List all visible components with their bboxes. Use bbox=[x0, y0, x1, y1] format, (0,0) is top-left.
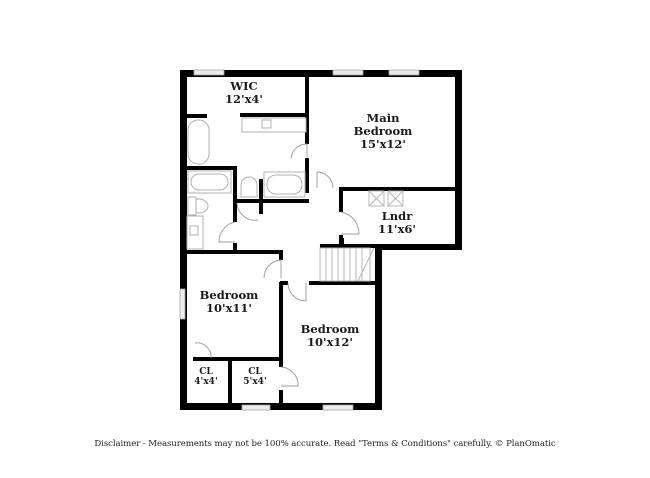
room-label-closet-2: CL 5'x4' bbox=[243, 367, 266, 388]
disclaimer-text: Disclaimer - Measurements may not be 100… bbox=[94, 439, 556, 449]
room-name: WIC bbox=[230, 79, 258, 93]
staircase bbox=[319, 247, 375, 282]
room-dimensions: 12'x4' bbox=[225, 92, 263, 107]
fixtures bbox=[186, 117, 404, 282]
room-dimensions: 5'x4' bbox=[243, 377, 267, 388]
room-dimensions: 11'x6' bbox=[378, 222, 416, 237]
room-label-laundry: Lndr 11'x6' bbox=[378, 209, 416, 237]
door-swings bbox=[194, 143, 360, 387]
vanity-sink bbox=[241, 117, 307, 133]
room-label-main-bedroom: Main Bedroom 15'x12' bbox=[353, 111, 413, 152]
room-name: Bedroom bbox=[300, 322, 360, 336]
room-dimensions: 10'x12' bbox=[307, 335, 353, 350]
room-label-bedroom-right: Bedroom 10'x12' bbox=[300, 322, 360, 350]
room-name-line-1: Main bbox=[366, 111, 400, 125]
room-label-wic: WIC 12'x4' bbox=[225, 79, 263, 107]
washer bbox=[368, 190, 385, 207]
interior-walls bbox=[180, 70, 462, 410]
room-dimensions: 10'x11' bbox=[206, 301, 252, 316]
room-label-bedroom-left: Bedroom 10'x11' bbox=[199, 288, 259, 316]
freestanding-tub bbox=[187, 119, 210, 165]
toilet-2 bbox=[240, 176, 258, 198]
room-dimensions: 15'x12' bbox=[360, 137, 406, 152]
room-dimensions: 4'x4' bbox=[194, 377, 218, 388]
room-name: CL bbox=[248, 367, 262, 377]
room-name: Lndr bbox=[381, 209, 413, 223]
room-name: Bedroom bbox=[199, 288, 259, 302]
room-name-line-2: Bedroom bbox=[353, 124, 413, 139]
windows bbox=[179, 69, 420, 411]
dryer bbox=[387, 190, 404, 207]
room-name: CL bbox=[199, 367, 213, 377]
room-label-closet-1: CL 4'x4' bbox=[194, 367, 217, 388]
